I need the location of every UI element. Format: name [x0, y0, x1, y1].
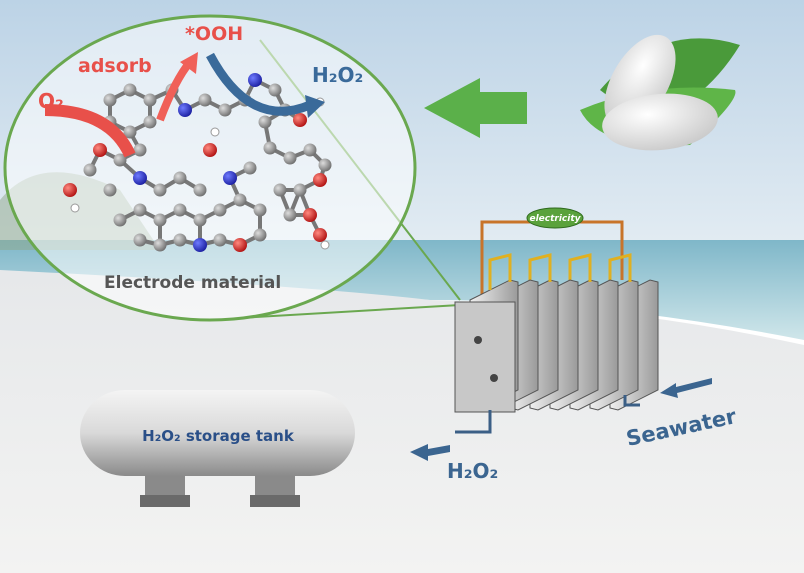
adsorb-arrow — [44, 104, 136, 158]
carbon-atom — [133, 143, 147, 157]
carbon-atom — [193, 183, 207, 197]
carbon-atom — [198, 93, 212, 107]
electrode-material-magnifier: O₂ adsorb *OOH H₂O₂ Electrode material — [3, 14, 417, 322]
carbon-atom — [283, 208, 297, 222]
nitrogen-atom — [193, 238, 207, 252]
carbon-atom — [113, 153, 127, 167]
h2o2-release-arrow — [206, 52, 312, 116]
hydrogen-atom — [210, 127, 220, 137]
nitrogen-atom — [133, 171, 147, 185]
carbon-atom — [218, 103, 232, 117]
molecule-structure — [63, 73, 332, 252]
oxygen-atom — [233, 238, 247, 252]
oxygen-atom — [203, 143, 217, 157]
oxygen-atom — [63, 183, 77, 197]
carbon-atom — [258, 115, 272, 129]
silk-cocoon-illustration — [580, 34, 740, 151]
carbon-atom — [233, 193, 247, 207]
ooh-label: *OOH — [185, 23, 243, 45]
carbon-atom — [213, 233, 227, 247]
carbon-atom — [293, 183, 307, 197]
nitrogen-atom — [178, 103, 192, 117]
tank-label: H₂O₂ storage tank — [142, 427, 295, 445]
electricity-label: electricity — [529, 214, 581, 224]
cocoon-icon — [602, 93, 718, 151]
adsorb-label: adsorb — [78, 55, 152, 77]
electrolyzer-stack: electricity — [454, 207, 659, 434]
carbon-atom — [283, 151, 297, 165]
oxygen-atom — [303, 208, 317, 222]
carbon-atom — [173, 171, 187, 185]
h2o2-output-label: H₂O₂ — [447, 459, 498, 483]
carbon-atom — [273, 183, 287, 197]
connector-wire — [488, 253, 512, 290]
h2o2-release-arrow-head — [305, 95, 325, 118]
carbon-atom — [268, 83, 282, 97]
connector-wire — [608, 253, 632, 290]
hydrogen-atom — [70, 203, 80, 213]
carbon-atom — [173, 233, 187, 247]
carbon-atom — [253, 228, 267, 242]
carbon-atom — [303, 143, 317, 157]
hydrogen-atom — [320, 240, 330, 250]
seawater-input-arrow — [660, 378, 712, 398]
nitrogen-atom — [223, 171, 237, 185]
carbon-atom — [133, 203, 147, 217]
ooh-arrow-head — [180, 52, 198, 74]
electricity-source — [526, 207, 584, 229]
carbon-atom — [173, 203, 187, 217]
nitrogen-atom — [248, 73, 262, 87]
green-direction-arrow — [424, 78, 527, 138]
electrode-material-caption: Electrode material — [104, 273, 281, 293]
carbon-atom — [133, 233, 147, 247]
carbon-atom — [243, 161, 257, 175]
oxygen-atom — [313, 173, 327, 187]
carbon-atom — [103, 183, 117, 197]
oxygen-atom — [313, 228, 327, 242]
carbon-atom — [103, 93, 117, 107]
carbon-atom — [318, 158, 332, 172]
carbon-atom — [143, 115, 157, 129]
carbon-atom — [263, 141, 277, 155]
carbon-atom — [153, 213, 167, 227]
carbon-atom — [193, 213, 207, 227]
h2o2-output-arrow — [410, 444, 450, 461]
carbon-atom — [123, 83, 137, 97]
carbon-atom — [83, 163, 97, 177]
carbon-atom — [153, 183, 167, 197]
magnifier-line-bottom — [239, 304, 461, 319]
oxygen-atom — [293, 113, 307, 127]
oxygen-atom — [93, 143, 107, 157]
carbon-atom — [143, 93, 157, 107]
connector-wire — [528, 253, 552, 290]
h2o2-product-label: H₂O₂ — [312, 63, 363, 87]
h2o2-storage-tank: H₂O₂ storage tank — [80, 390, 355, 507]
carbon-atom — [213, 203, 227, 217]
carbon-atom — [153, 238, 167, 252]
carbon-atom — [123, 125, 137, 139]
carbon-atom — [253, 203, 267, 217]
carbon-atom — [113, 213, 127, 227]
connector-wire — [568, 253, 592, 290]
o2-label: O₂ — [38, 89, 64, 113]
